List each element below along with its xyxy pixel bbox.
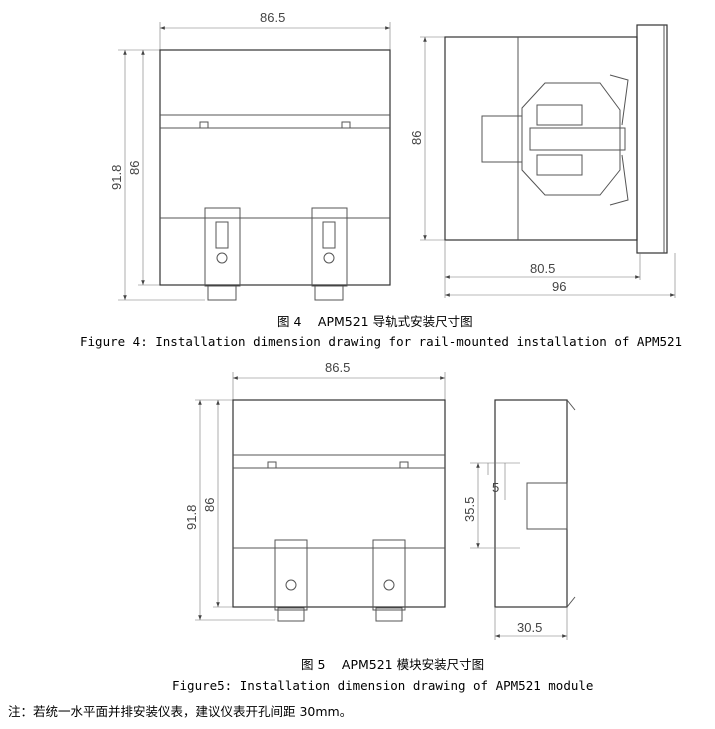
fig4-total-depth-dim: 96 [552,279,566,294]
figure5-caption-cn: 图 5 APM521 模块安装尺寸图 [301,657,485,672]
fig4-front-view: 86.5 91.8 86 [109,10,391,301]
fig5-width-dim: 86.5 [325,360,350,375]
installation-note: 注：若统一水平面并排安装仪表，建议仪表开孔间距 30mm。 [8,704,353,719]
fig5-side-view: 35.5 5 30.5 [462,399,576,640]
fig5-depth-dim: 30.5 [517,620,542,635]
fig4-depth-dim: 80.5 [530,261,555,276]
fig4-side-view: 86 80.5 96 [409,24,676,298]
fig4-width-dim: 86.5 [260,10,285,25]
fig4-body-height-dim: 86 [127,161,142,175]
figure4-caption-cn: 图 4 APM521 导轨式安装尺寸图 [277,314,473,329]
fig5-total-height-dim: 91.8 [184,505,199,530]
fig5-body-height-dim: 86 [202,498,217,512]
fig5-offset-dim: 5 [492,480,499,495]
fig4-total-height-dim: 91.8 [109,165,124,190]
fig5-cutout-height-dim: 35.5 [462,497,477,522]
figure5-caption-en: Figure5: Installation dimension drawing … [172,678,594,693]
figure4-caption-en: Figure 4: Installation dimension drawing… [80,334,683,349]
fig5-front-view: 86.5 91.8 86 [184,360,446,622]
fig4-side-height-dim: 86 [409,131,424,145]
